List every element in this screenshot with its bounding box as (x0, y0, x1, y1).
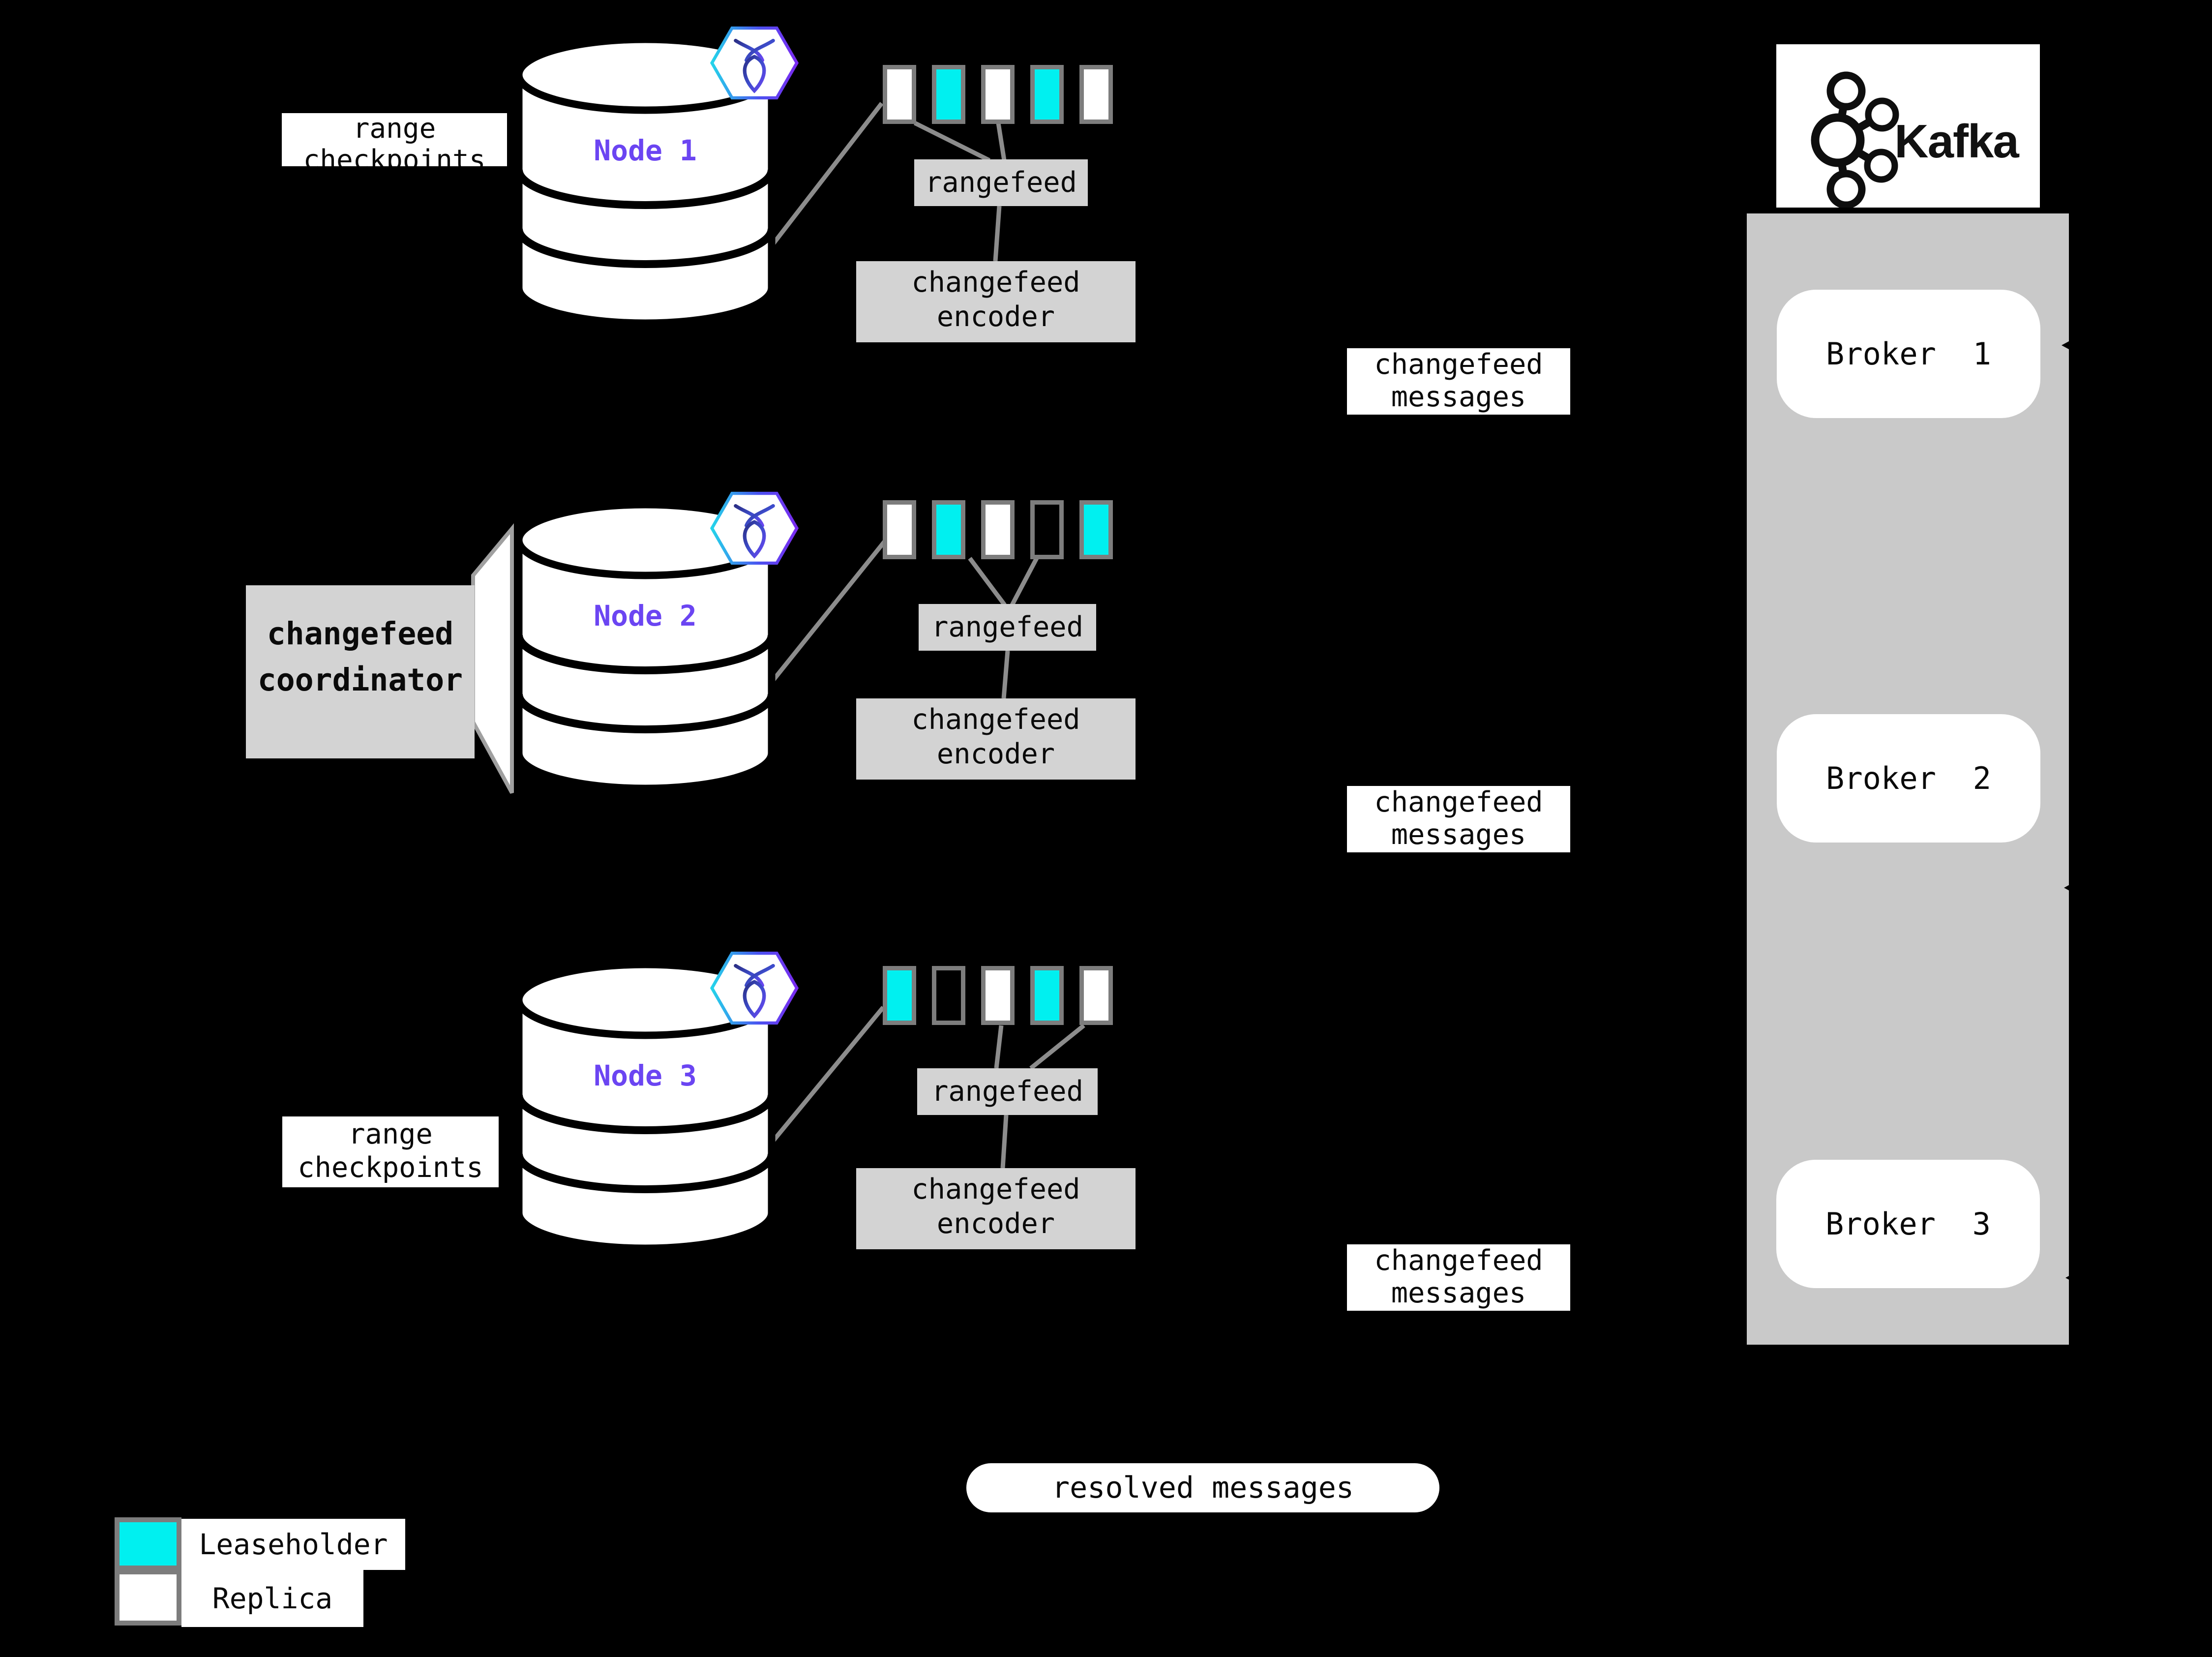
broker-2: Broker 2 (1777, 714, 2040, 843)
range-square-empty (1030, 500, 1064, 559)
range-checkpoints-label-node3: range checkpoints (282, 1116, 499, 1187)
cockroachdb-icon (710, 489, 799, 568)
rangefeed-box-node2: rangefeed (919, 604, 1096, 651)
coordinator-callout-flag (471, 523, 514, 794)
legend-replica-swatch (115, 1569, 181, 1626)
range-square-leaseholder (932, 500, 965, 559)
node-3-label: Node 3 (594, 1059, 697, 1092)
arrowhead-into-broker (2062, 331, 2091, 1292)
legend-leaseholder-label: Leaseholder (181, 1519, 405, 1570)
changefeed-messages-label-1: changefeed messages (1347, 348, 1570, 415)
range-square-replica (1079, 966, 1113, 1025)
rangefeed-box-node3: rangefeed (917, 1068, 1098, 1115)
changefeed-encoder-box-node2: changefeed encoder (856, 698, 1136, 780)
range-square-replica (883, 65, 916, 124)
range-square-leaseholder (1030, 65, 1064, 124)
legend-leaseholder-swatch (115, 1517, 181, 1570)
resolved-messages-pill: resolved messages (966, 1463, 1439, 1512)
range-square-replica (1079, 65, 1113, 124)
range-square-replica (981, 65, 1015, 124)
node-2-label: Node 2 (594, 599, 697, 633)
changefeed-messages-label-3: changefeed messages (1347, 1244, 1570, 1311)
kafka-icon (1811, 71, 1899, 208)
node-3-range-squares (883, 966, 1113, 1025)
changefeed-coordinator-box: changefeed coordinator (246, 585, 475, 758)
range-square-leaseholder (883, 966, 916, 1025)
rangefeed-box-node1: rangefeed (914, 159, 1088, 206)
changefeed-messages-label-2: changefeed messages (1347, 786, 1570, 852)
range-checkpoints-label-node1: range checkpoints (282, 113, 507, 166)
kafka-brand-label: Kafka (1894, 115, 2019, 168)
range-square-leaseholder (932, 65, 965, 124)
range-square-empty (932, 966, 965, 1025)
range-square-replica (981, 500, 1015, 559)
range-square-leaseholder (1030, 966, 1064, 1025)
range-square-leaseholder (1079, 500, 1113, 559)
legend-replica-label: Replica (181, 1570, 363, 1627)
changefeed-encoder-box-node1: changefeed encoder (856, 261, 1136, 342)
node-2-range-squares (883, 500, 1113, 559)
changefeed-encoder-box-node3: changefeed encoder (856, 1168, 1136, 1249)
broker-1: Broker 1 (1777, 290, 2040, 418)
cockroachdb-icon (710, 24, 799, 102)
range-square-replica (981, 966, 1015, 1025)
node-1-range-squares (883, 65, 1113, 124)
node-1-label: Node 1 (594, 134, 697, 167)
range-square-replica (883, 500, 916, 559)
broker-3: Broker 3 (1776, 1160, 2040, 1288)
cockroachdb-icon (710, 949, 799, 1027)
kafka-logo-box (1776, 44, 2040, 208)
